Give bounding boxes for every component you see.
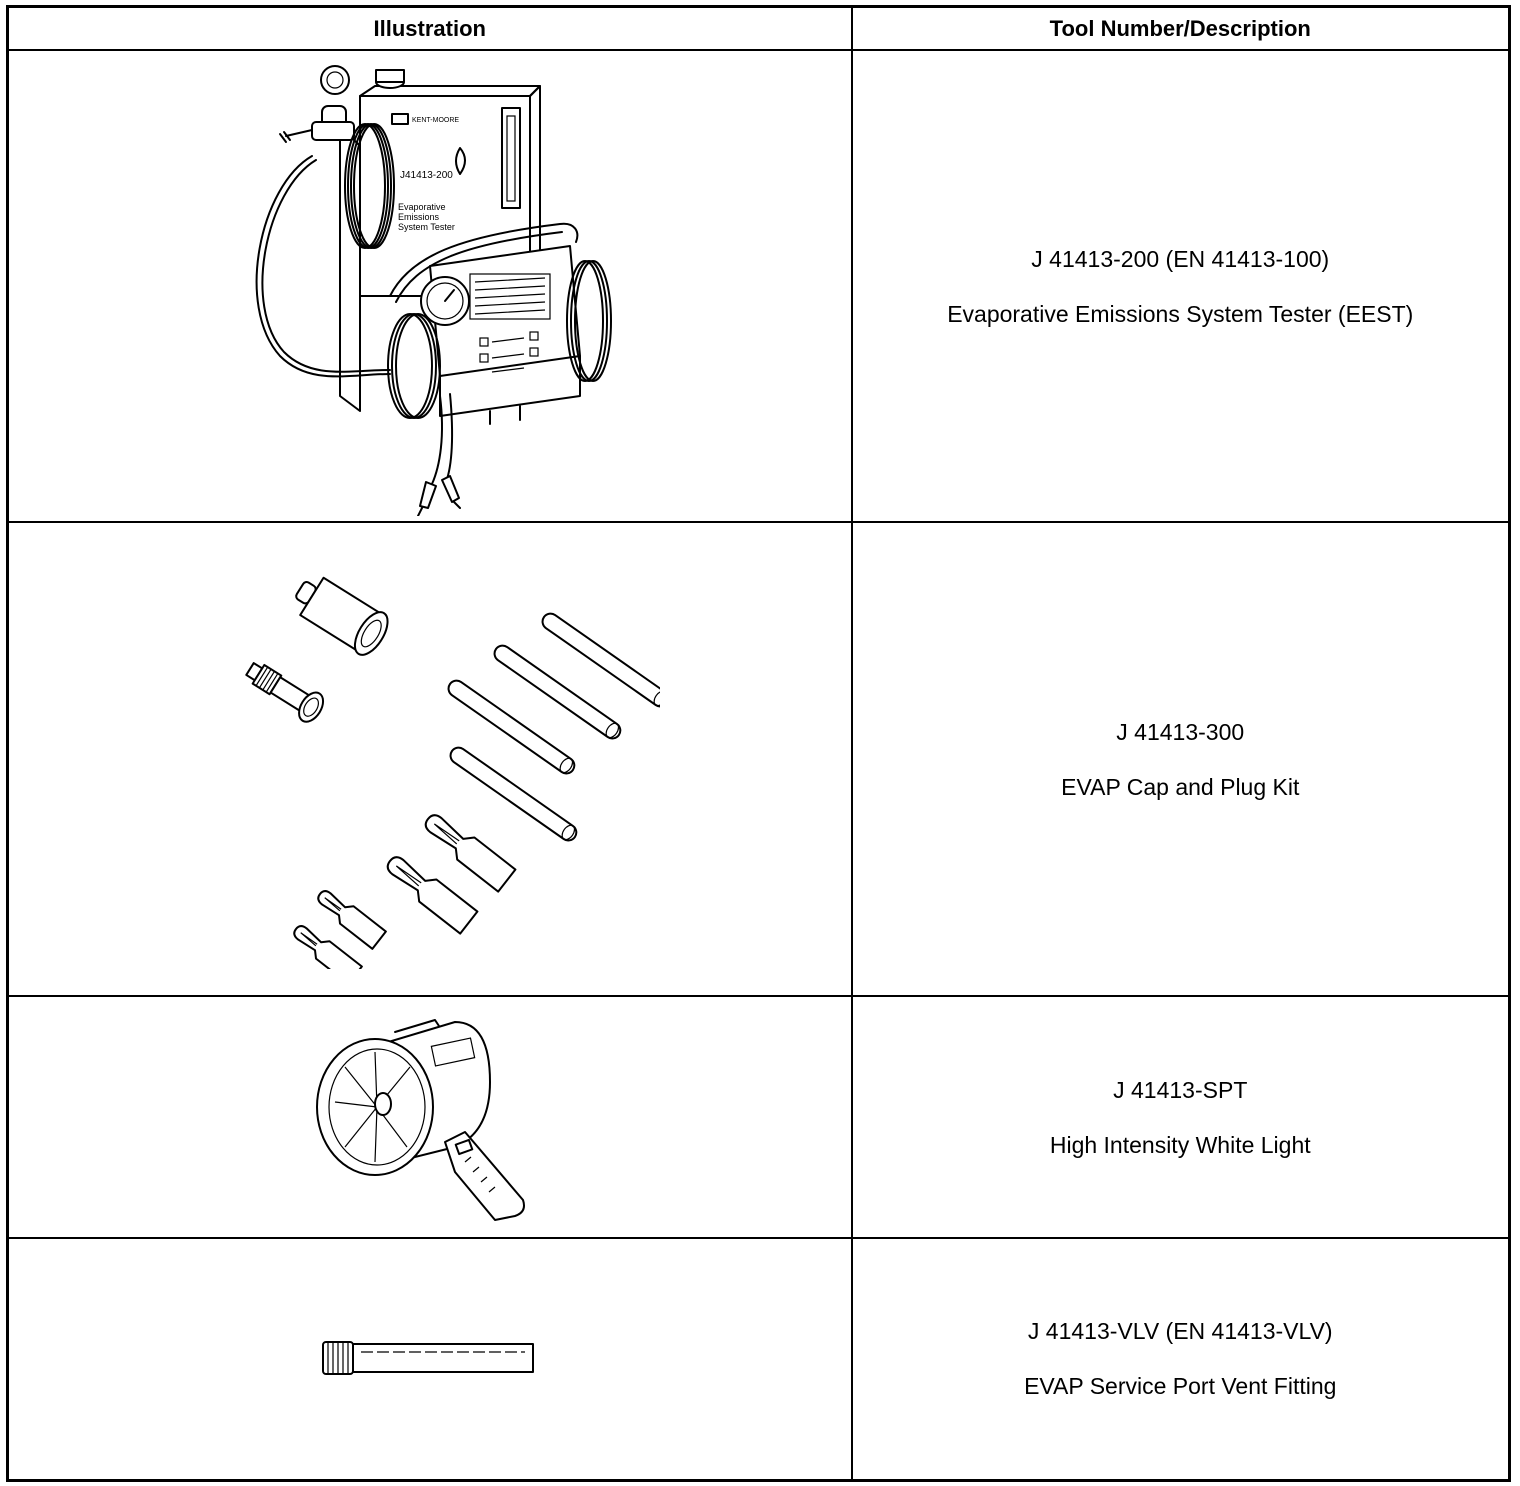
table-row: KENT-MOORE J41413-200 Evaporative Emissi… <box>6 49 1511 523</box>
tool-description-cell: J 41413-SPT High Intensity White Light <box>850 995 1511 1239</box>
illustration-cell <box>6 1237 853 1481</box>
table-row: J 41413-SPT High Intensity White Light <box>6 995 1511 1239</box>
tool-number: J 41413-300 <box>1116 718 1245 745</box>
tool-description-cell: J 41413-200 (EN 41413-100) Evaporative E… <box>850 49 1511 523</box>
tester-line3-label: System Tester <box>398 222 455 232</box>
tool-number: J 41413-VLV (EN 41413-VLV) <box>1027 1318 1333 1345</box>
vent-fitting-illustration <box>321 1340 534 1375</box>
illustration-cell <box>6 521 853 997</box>
emissions-tester-illustration: KENT-MOORE J41413-200 Evaporative Emissi… <box>255 65 612 516</box>
table-row: J 41413-300 EVAP Cap and Plug Kit <box>6 521 1511 997</box>
header-illustration: Illustration <box>6 5 853 51</box>
table-row: J 41413-VLV (EN 41413-VLV) EVAP Service … <box>6 1237 1511 1481</box>
tester-model-label: J41413-200 <box>400 170 453 181</box>
tool-description: EVAP Cap and Plug Kit <box>1061 773 1300 800</box>
special-tools-table: Illustration Tool Number/Description <box>6 5 1511 1482</box>
header-tool-description: Tool Number/Description <box>850 5 1511 51</box>
white-light-illustration <box>315 1019 525 1221</box>
tool-description: EVAP Service Port Vent Fitting <box>1024 1373 1337 1400</box>
tool-description: High Intensity White Light <box>1049 1131 1311 1158</box>
illustration-cell: KENT-MOORE J41413-200 Evaporative Emissi… <box>6 49 853 523</box>
tester-brand-label: KENT-MOORE <box>412 117 459 124</box>
table-header-row: Illustration Tool Number/Description <box>6 5 1511 51</box>
cap-plug-kit-illustration <box>245 576 660 969</box>
tool-number: J 41413-200 (EN 41413-100) <box>1031 245 1330 272</box>
tester-line1-label: Evaporative <box>398 202 446 212</box>
illustration-cell <box>6 995 853 1239</box>
tool-description-cell: J 41413-300 EVAP Cap and Plug Kit <box>850 521 1511 997</box>
tool-description-cell: J 41413-VLV (EN 41413-VLV) EVAP Service … <box>850 1237 1511 1481</box>
tool-description: Evaporative Emissions System Tester (EES… <box>947 300 1414 327</box>
tool-number: J 41413-SPT <box>1113 1076 1248 1103</box>
tester-line2-label: Emissions <box>398 212 440 222</box>
